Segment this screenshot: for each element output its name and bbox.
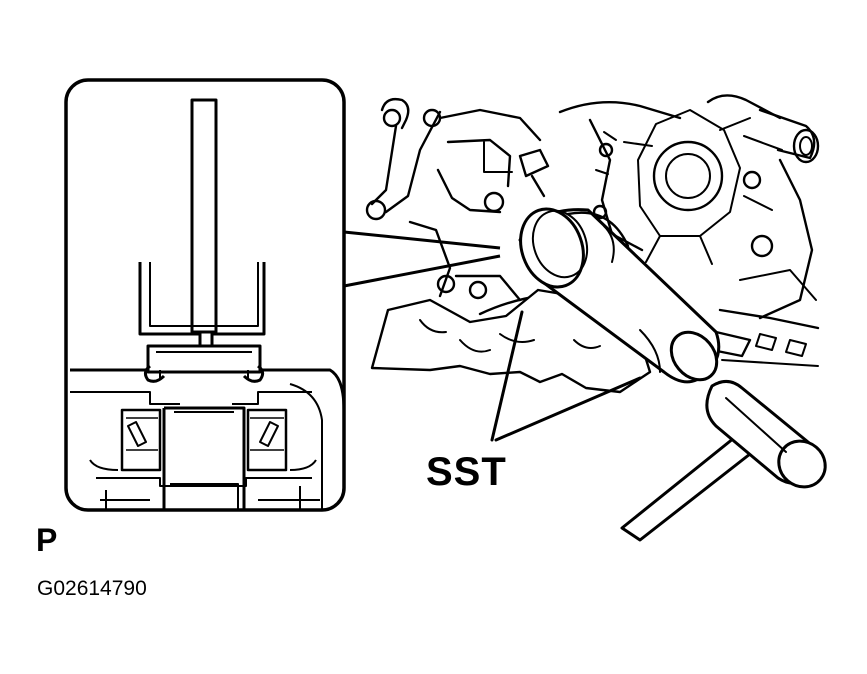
sst-label: SST bbox=[426, 450, 507, 494]
sst-leader-lines bbox=[490, 310, 642, 442]
transaxle-case-icon bbox=[365, 94, 820, 367]
hammer-icon bbox=[620, 380, 827, 542]
detail-inset bbox=[64, 78, 501, 512]
figure-code-label: G02614790 bbox=[37, 577, 147, 600]
view-letter-label: P bbox=[36, 522, 58, 558]
hand-icon bbox=[370, 288, 652, 394]
sst-installer-icon bbox=[518, 207, 721, 384]
seal-installer-cross-section-icon bbox=[70, 98, 344, 510]
